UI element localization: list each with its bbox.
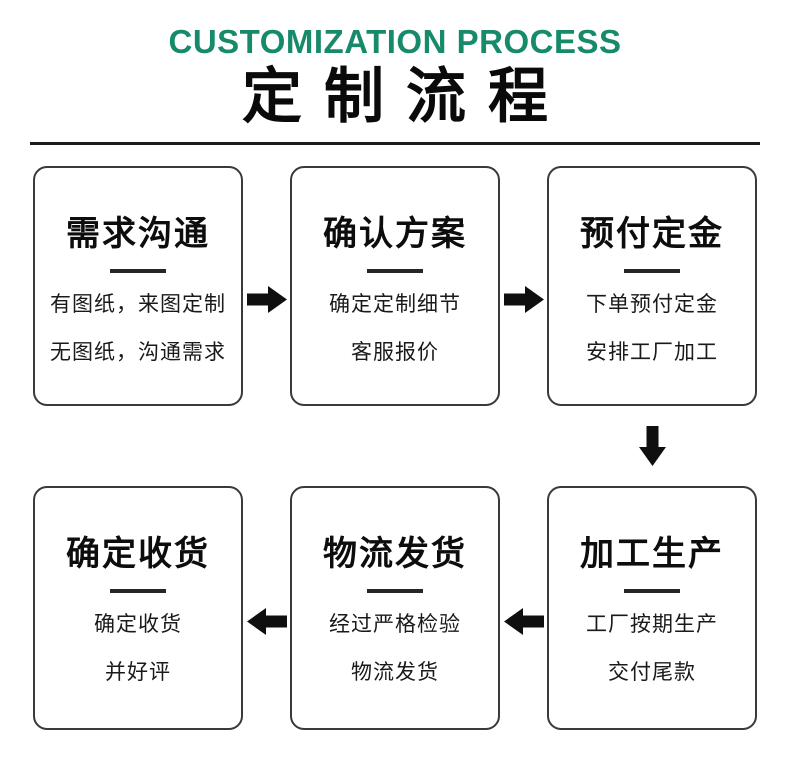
- step-title: 物流发货: [323, 535, 467, 573]
- step-card-plan: 确认方案 确定定制细节 客服报价: [290, 166, 500, 406]
- step-title-underline: [624, 589, 680, 593]
- step-title: 需求沟通: [66, 215, 210, 253]
- step-detail-line: 交付尾款: [608, 661, 696, 684]
- step-detail-line: 并好评: [105, 661, 171, 684]
- step-title: 加工生产: [580, 535, 724, 573]
- page-title-text: 定制流程: [242, 64, 570, 130]
- step-title-underline: [110, 589, 166, 593]
- header-subtitle-en: CUSTOMIZATION PROCESS: [168, 23, 622, 60]
- step-title: 确认方案: [323, 215, 467, 253]
- step-detail-line: 有图纸，来图定制: [50, 293, 226, 316]
- header-divider-line: [30, 142, 760, 145]
- arrow-down-icon: [547, 406, 757, 486]
- step-detail-line: 下单预付定金: [586, 293, 718, 316]
- page-title: 定制流程: [0, 64, 790, 130]
- step-card-deposit: 预付定金 下单预付定金 安排工厂加工: [547, 166, 757, 406]
- step-detail-line: 工厂按期生产: [586, 613, 718, 636]
- header: CUSTOMIZATION PROCESS 定制流程: [0, 24, 790, 145]
- step-title-underline: [624, 269, 680, 273]
- step-detail-line: 无图纸，沟通需求: [50, 341, 226, 364]
- arrow-right-icon: [500, 166, 547, 406]
- step-detail-line: 经过严格检验: [329, 613, 461, 636]
- step-card-receipt: 确定收货 确定收货 并好评: [33, 486, 243, 730]
- step-detail-line: 物流发货: [351, 661, 439, 684]
- arrow-left-icon: [243, 486, 290, 730]
- step-card-shipping: 物流发货 经过严格检验 物流发货: [290, 486, 500, 730]
- step-title-underline: [367, 589, 423, 593]
- arrow-left-icon: [500, 486, 547, 730]
- step-detail-line: 确定定制细节: [329, 293, 461, 316]
- step-detail-line: 安排工厂加工: [586, 341, 718, 364]
- step-title: 确定收货: [66, 535, 210, 573]
- step-card-production: 加工生产 工厂按期生产 交付尾款: [547, 486, 757, 730]
- step-title-underline: [367, 269, 423, 273]
- step-card-demand: 需求沟通 有图纸，来图定制 无图纸，沟通需求: [33, 166, 243, 406]
- process-flow-diagram: 需求沟通 有图纸，来图定制 无图纸，沟通需求 确认方案 确定定制细节 客服报价 …: [33, 166, 790, 730]
- step-detail-line: 确定收货: [94, 613, 182, 636]
- step-detail-line: 客服报价: [351, 341, 439, 364]
- step-title: 预付定金: [580, 215, 724, 253]
- step-title-underline: [110, 269, 166, 273]
- arrow-right-icon: [243, 166, 290, 406]
